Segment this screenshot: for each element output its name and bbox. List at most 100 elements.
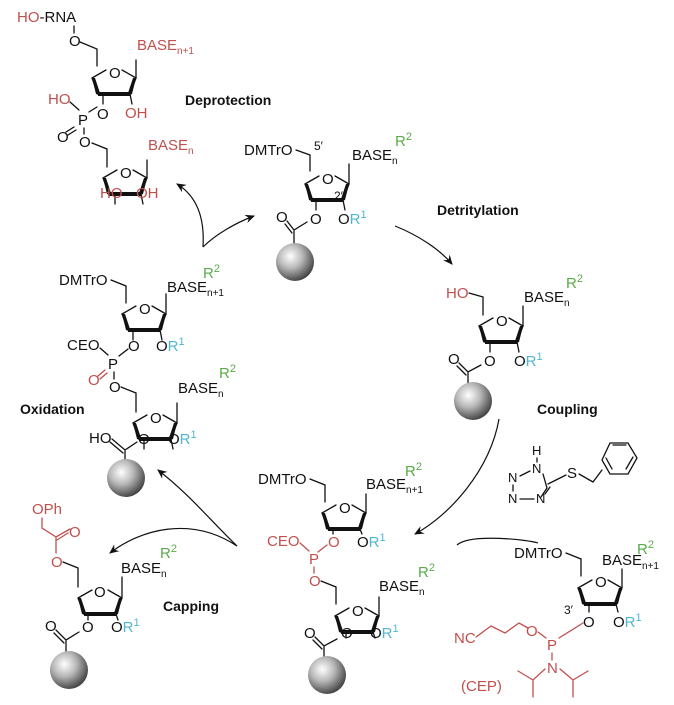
svg-text:O: O (304, 625, 316, 642)
arrow-detritylation (394, 225, 453, 265)
molecule-oxidized-dimer: DMTrO O BASEn+1 R2 O OR1 CEO P O O O BAS… (59, 263, 236, 497)
svg-text:R2: R2 (203, 263, 220, 282)
svg-text:O: O (94, 584, 106, 601)
svg-text:OR1: OR1 (514, 351, 543, 370)
solid-support-bead (107, 459, 145, 497)
svg-text:H: H (532, 443, 541, 458)
svg-text:O: O (51, 554, 63, 571)
svg-text:HO: HO (48, 91, 71, 108)
step-label-coupling: Coupling (537, 401, 598, 417)
svg-text:(CEP): (CEP) (461, 678, 502, 695)
svg-text:S: S (567, 465, 577, 482)
svg-text:O: O (352, 603, 364, 620)
svg-text:O: O (583, 614, 595, 631)
svg-text:O: O (109, 379, 121, 396)
svg-text:OR1: OR1 (613, 612, 642, 631)
svg-text:O: O (595, 574, 607, 591)
svg-text:DMTrO: DMTrO (244, 142, 293, 159)
svg-text:OR1: OR1 (156, 336, 185, 355)
solid-support-bead (276, 243, 314, 281)
svg-text:P: P (547, 637, 557, 654)
svg-text:BASEn+1: BASEn+1 (366, 476, 423, 496)
svg-text:R2: R2 (395, 131, 412, 150)
molecule-cep-phosphoramidite: DMTrO O BASEn+1 R2 3′ O OR1 NC O P N (CE… (454, 539, 659, 698)
arrow-oxidation (157, 469, 238, 547)
svg-text:P: P (78, 112, 88, 129)
molecule-dmtr-nucleoside-on-bead: DMTrO 5′ O BASEn R2 2′ O OR1 O (244, 131, 412, 281)
svg-text:CEO: CEO (267, 533, 300, 550)
svg-text:BASEn+1: BASEn+1 (167, 279, 224, 299)
svg-text:BASEn: BASEn (178, 380, 224, 400)
svg-text:O: O (339, 500, 351, 517)
arrow-coupling-reagent-branch (456, 537, 539, 546)
molecule-phosphite-dimer: DMTrO O BASEn+1 R2 O OR1 CEO P O O BASEn… (258, 461, 435, 694)
svg-text:3′: 3′ (564, 603, 574, 617)
svg-text:OR1: OR1 (357, 532, 386, 551)
svg-text:R2: R2 (219, 363, 236, 382)
arrow-to-start (202, 214, 256, 248)
svg-text:O: O (69, 524, 81, 541)
arrow-coupling (414, 418, 500, 535)
svg-text:OH: OH (125, 105, 148, 122)
molecule-benzylthio-tetrazole-activator: H N N N N S (508, 442, 638, 506)
base-label: BASEn+1 (137, 37, 194, 57)
svg-text:O: O (526, 623, 538, 640)
svg-text:O: O (88, 372, 100, 389)
svg-text:O: O (120, 165, 132, 182)
svg-text:OR1: OR1 (111, 617, 140, 636)
svg-text:O: O (139, 301, 151, 318)
solid-support-bead (308, 656, 346, 694)
svg-text:P: P (108, 356, 118, 373)
svg-text:OR1: OR1 (370, 623, 399, 642)
svg-text:N: N (547, 660, 558, 677)
svg-text:BASEn: BASEn (352, 147, 398, 167)
svg-text:OPh: OPh (32, 501, 62, 518)
svg-text:O: O (109, 65, 121, 82)
solid-support-bead (454, 382, 492, 420)
svg-text:HO: HO (100, 185, 123, 202)
step-label-detritylation: Detritylation (437, 202, 519, 218)
ho-label: HO (17, 9, 40, 26)
svg-text:R2: R2 (405, 461, 422, 480)
molecule-capped: OPh O O O BASEn R2 O OR1 O (32, 501, 177, 689)
svg-text:R2: R2 (418, 562, 435, 581)
svg-text:OR1: OR1 (168, 429, 197, 448)
svg-text:BASEn: BASEn (121, 560, 167, 580)
svg-text:O: O (328, 534, 340, 551)
arrow-to-deprotection (176, 183, 204, 248)
svg-text:O: O (57, 129, 69, 146)
svg-text:DMTrO: DMTrO (59, 272, 108, 289)
molecule-detritylated: HO O BASEn R2 O OR1 O (446, 273, 583, 420)
solid-support-bead (50, 651, 88, 689)
step-label-oxidation: Oxidation (20, 401, 85, 417)
svg-text:O: O (496, 313, 508, 330)
svg-text:N: N (532, 461, 541, 476)
svg-text:O: O (150, 410, 162, 427)
svg-text:O: O (69, 33, 81, 50)
svg-text:5′: 5′ (314, 139, 324, 153)
molecule-deprotected-rna: HO-RNA O O BASEn+1 OH O HO P O O O BASEn… (17, 9, 194, 205)
svg-text:O: O (45, 618, 57, 635)
svg-text:N: N (508, 491, 517, 506)
svg-text:O: O (322, 171, 334, 188)
svg-text:BASEn: BASEn (524, 289, 570, 309)
svg-text:CEO: CEO (67, 337, 100, 354)
svg-text:BASEn: BASEn (148, 137, 194, 157)
svg-text:DMTrO: DMTrO (258, 471, 307, 488)
svg-text:O: O (79, 134, 91, 151)
svg-text:R2: R2 (566, 273, 583, 292)
svg-text:O: O (138, 431, 150, 448)
svg-text:OR1: OR1 (338, 209, 367, 228)
svg-text:O: O (128, 338, 140, 355)
svg-text:R2: R2 (637, 539, 654, 558)
svg-text:BASEn+1: BASEn+1 (602, 552, 659, 572)
svg-text:O: O (310, 211, 322, 228)
svg-text:O: O (276, 209, 288, 226)
svg-text:OH: OH (136, 185, 159, 202)
arrows (109, 183, 539, 554)
svg-text:2′: 2′ (334, 189, 344, 203)
svg-text:BASEn: BASEn (379, 578, 425, 598)
svg-text:P: P (309, 551, 319, 568)
svg-text:O: O (97, 106, 109, 123)
